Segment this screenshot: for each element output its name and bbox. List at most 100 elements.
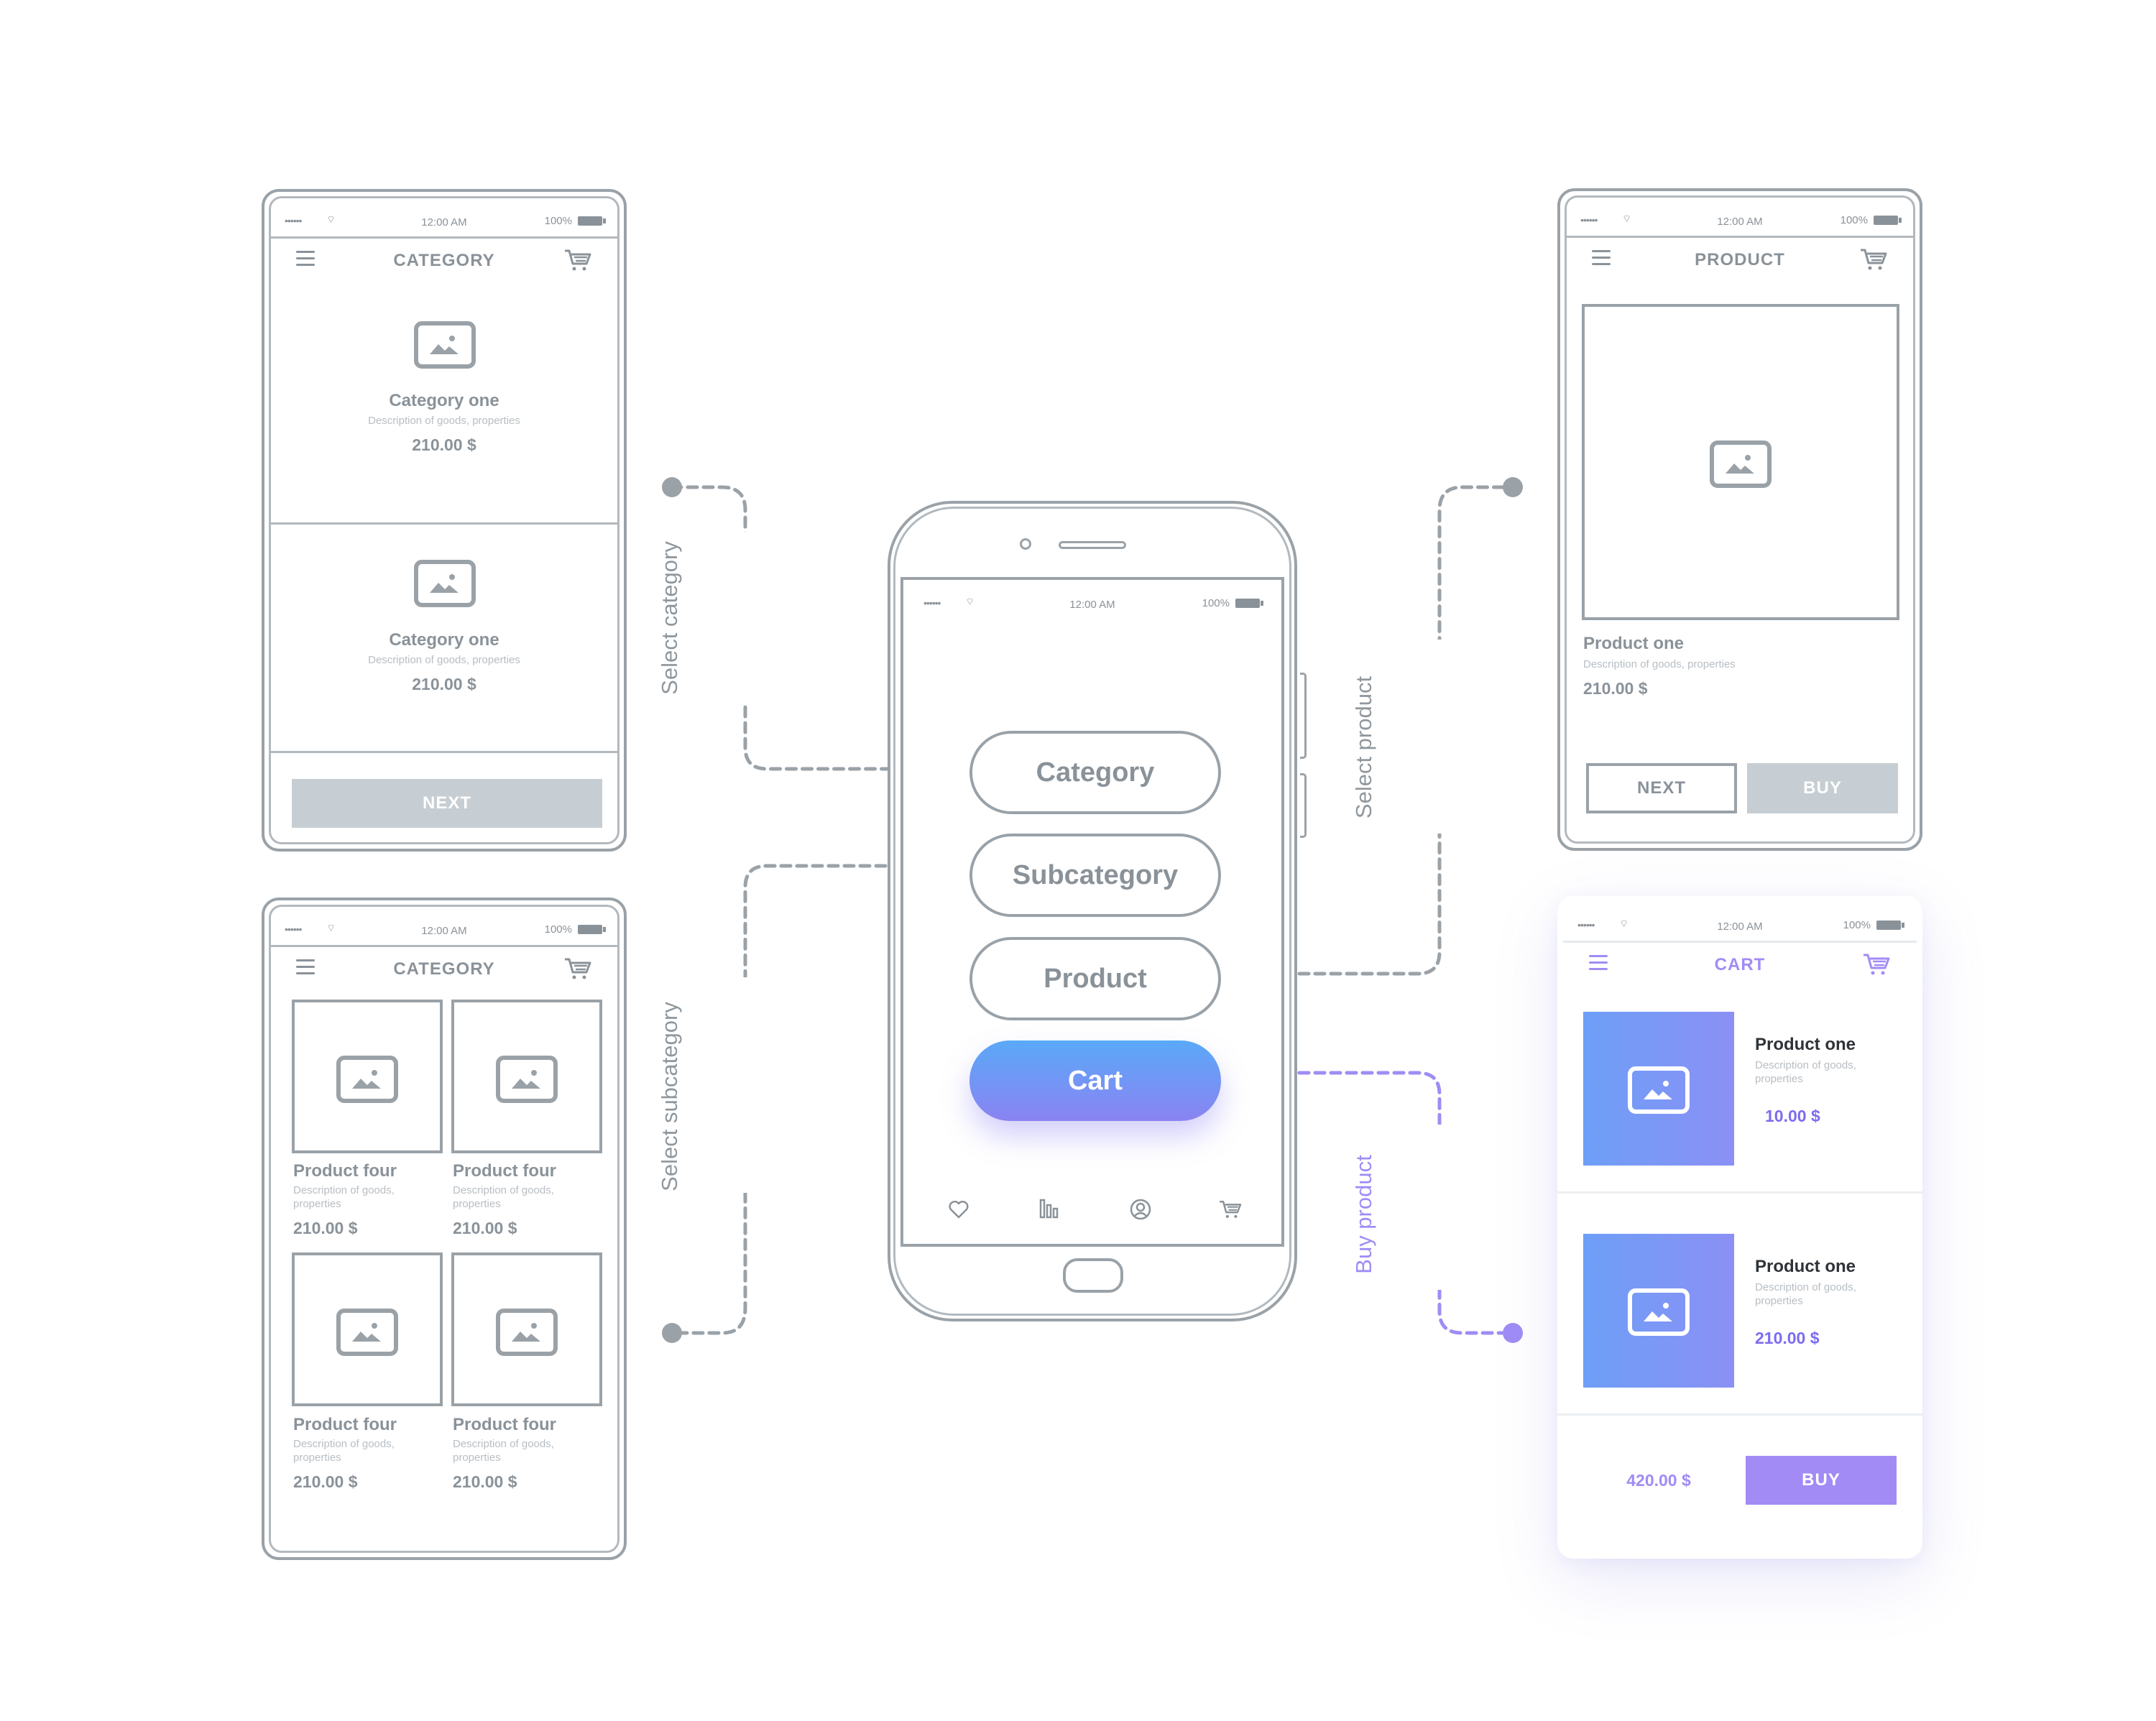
battery-level: 100% [544,215,572,227]
product-price: 210.00 $ [293,1472,358,1491]
product-tile[interactable] [292,1000,443,1153]
cart-icon[interactable] [1862,952,1891,977]
divider [1557,1191,1922,1194]
profile-icon[interactable] [1129,1198,1152,1221]
image-placeholder-icon [1628,1066,1690,1114]
connector-dot [1503,477,1523,497]
side-button [1300,773,1307,838]
menu-icon[interactable] [296,251,315,266]
image-placeholder-icon [336,1056,398,1103]
cart-item-desc: Description of goods, [1755,1059,1856,1071]
menu-icon[interactable] [296,959,315,974]
heart-icon[interactable] [948,1199,969,1219]
signal-indicator: •••••• [1580,214,1598,226]
page-title: CART [1714,955,1766,974]
divider [270,751,618,753]
category-price: 210.00 $ [412,675,476,693]
category-button[interactable]: Category [969,731,1221,814]
image-placeholder-icon [1628,1288,1690,1336]
connector-dot [662,1323,682,1343]
connector-dot [662,477,682,497]
cart-item-price: 10.00 $ [1765,1107,1820,1125]
battery-level: 100% [1843,919,1871,931]
product-tile[interactable] [451,1000,602,1153]
label-select-category: Select category [657,541,682,695]
page-title: PRODUCT [1695,250,1785,269]
product-desc: Description of goods, [293,1438,395,1450]
product-button[interactable]: Product [969,937,1221,1020]
label-select-product: Select product [1351,675,1376,819]
cart-item-price: 210.00 $ [1755,1329,1820,1347]
side-button [1300,673,1307,759]
signal-indicator: •••••• [285,923,302,935]
page-title: CATEGORY [393,959,495,979]
product-image [1582,304,1899,620]
wifi-icon: ⌔ [326,213,336,225]
home-button[interactable] [1063,1258,1123,1293]
product-name: Product four [293,1161,397,1181]
product-desc: properties [453,1452,501,1464]
page-title: CATEGORY [393,251,495,270]
phone-screen: ••••••⌔ 12:00 AM 100% Category Subcatego… [900,577,1284,1247]
cart-item-image [1583,1012,1734,1166]
product-tile[interactable] [451,1252,602,1406]
connector-dot [1503,1323,1523,1343]
cart-icon[interactable] [1859,247,1888,272]
chart-bars-icon[interactable] [1038,1198,1061,1219]
product-desc: properties [293,1452,341,1464]
status-bar: ••••••⌔ 12:00 AM 100% [264,192,624,236]
battery-level: 100% [544,923,572,936]
menu-icon[interactable] [1592,250,1611,265]
product-name: Product four [453,1161,556,1181]
battery-icon [578,925,606,934]
cart-icon[interactable] [563,956,592,981]
divider [270,522,618,525]
cart-icon[interactable] [563,248,592,272]
phone-inner-outline [893,507,1291,1316]
cart-item-name: Product one [1755,1257,1856,1276]
product-desc: properties [453,1198,501,1210]
next-button[interactable]: NEXT [292,779,602,828]
cart-total: 420.00 $ [1626,1471,1691,1490]
wifi-icon: ⌔ [1622,213,1632,224]
wifi-icon: ⌔ [326,922,336,933]
cart-button[interactable]: Cart [969,1041,1221,1121]
product-desc: properties [293,1198,341,1210]
battery-icon [1235,599,1263,608]
product-desc: Description of goods, properties [1583,658,1736,670]
category-name: Category one [389,630,499,650]
subcategory-button[interactable]: Subcategory [969,834,1221,917]
cart-item-image [1583,1234,1734,1388]
battery-icon [1876,921,1904,930]
screen-category-grid: •••••• ⌔ 12:00 AM 100% CATEGORY Product f… [262,898,627,1560]
status-time: 12:00 AM [1069,599,1115,611]
screen-product: ••••••⌔ 12:00 AM 100% PRODUCT Product on… [1557,188,1922,851]
product-price: 210.00 $ [453,1472,517,1491]
battery-icon [578,216,606,226]
product-price: 210.00 $ [293,1219,358,1237]
category-desc: Description of goods, properties [368,654,520,666]
screen-category-list: ••••••⌔ 12:00 AM 100% CATEGORY Category … [262,189,627,852]
status-time: 12:00 AM [1717,921,1763,933]
product-desc: Description of goods, [453,1438,554,1450]
buy-button[interactable]: BUY [1746,1456,1897,1505]
status-time: 12:00 AM [421,925,467,937]
buy-button[interactable]: BUY [1747,763,1898,813]
label-buy-product: Buy product [1351,1155,1376,1274]
wifi-icon: ⌔ [965,596,975,607]
next-button[interactable]: NEXT [1586,763,1737,813]
cart-icon[interactable] [1218,1199,1243,1219]
status-bar: •••••• ⌔ 12:00 AM 100% [264,900,624,945]
menu-icon[interactable] [1589,955,1608,970]
cart-item-desc: properties [1755,1295,1803,1307]
product-name: Product four [293,1415,397,1434]
cart-item-desc: properties [1755,1073,1803,1085]
product-tile[interactable] [292,1252,443,1406]
label-select-subcategory: Select subcategory [657,1002,682,1191]
battery-level: 100% [1840,214,1868,226]
cart-item-desc: Description of goods, [1755,1281,1856,1293]
product-name: Product one [1583,634,1685,653]
battery-icon [1874,216,1902,225]
screen-cart: ••••••⌔ 12:00 AM 100% CART Product one D… [1557,896,1922,1559]
